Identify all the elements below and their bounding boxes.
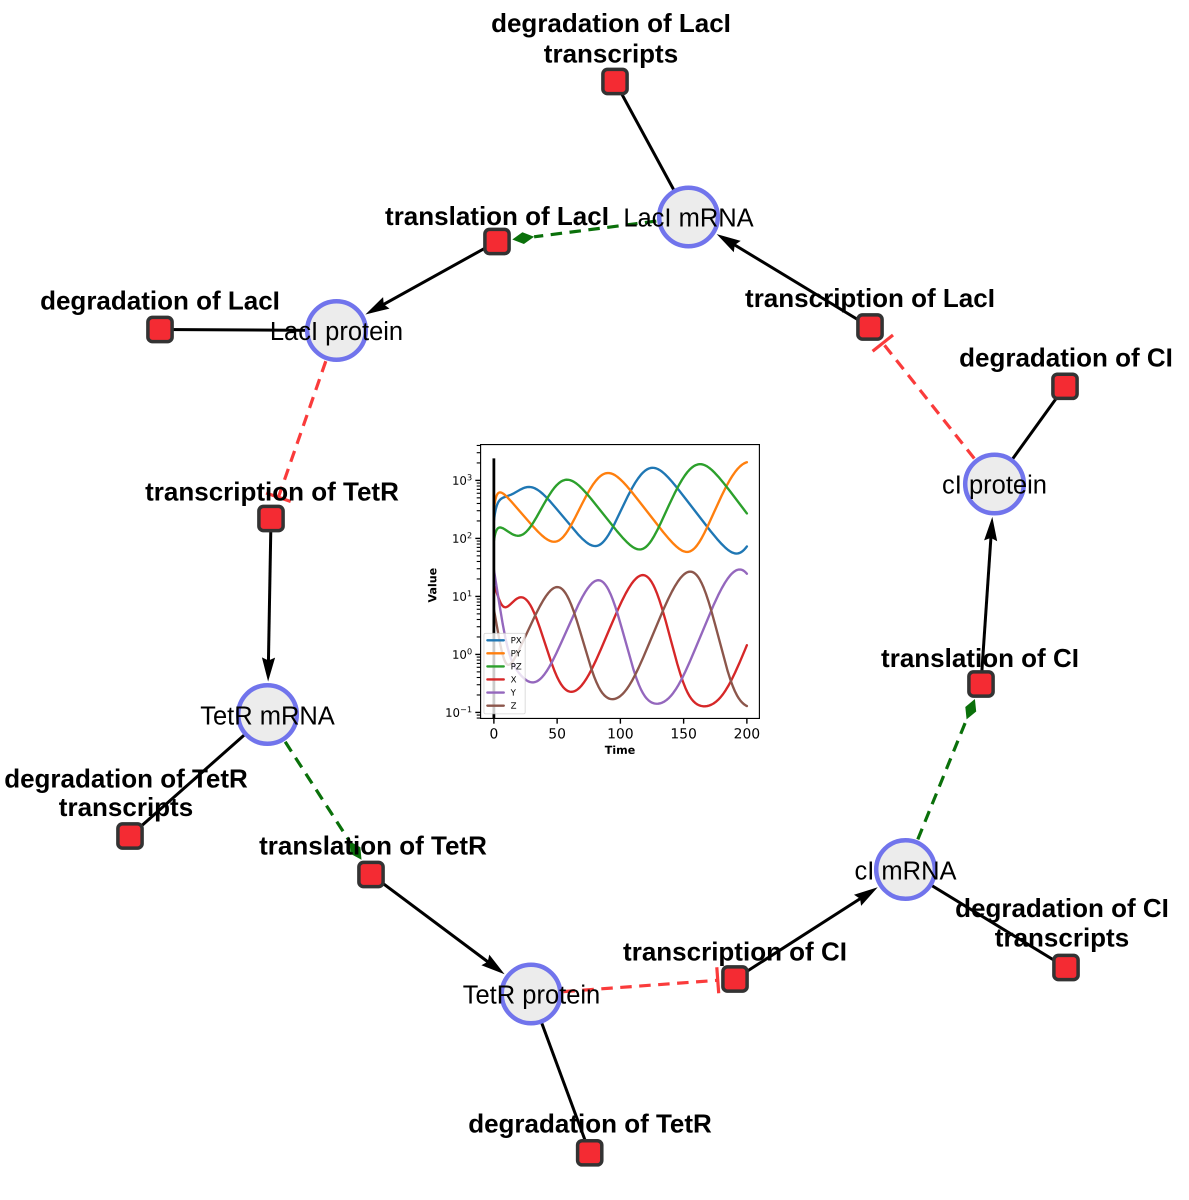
svg-text:translation of LacI: translation of LacI bbox=[385, 201, 609, 231]
svg-text:transcription of TetR: transcription of TetR bbox=[145, 476, 399, 506]
svg-text:transcription of LacI: transcription of LacI bbox=[745, 283, 995, 313]
svg-text:transcripts: transcripts bbox=[544, 38, 678, 68]
svg-text:degradation of TetR: degradation of TetR bbox=[4, 763, 248, 793]
svg-text:degradation of CI: degradation of CI bbox=[959, 343, 1173, 373]
svg-text:transcription of CI: transcription of CI bbox=[623, 937, 847, 967]
svg-text:LacI mRNA: LacI mRNA bbox=[623, 205, 753, 233]
svg-text:cI protein: cI protein bbox=[942, 472, 1047, 500]
svg-text:degradation of LacI: degradation of LacI bbox=[40, 286, 280, 316]
svg-text:degradation of TetR: degradation of TetR bbox=[468, 1108, 712, 1138]
svg-text:TetR protein: TetR protein bbox=[463, 982, 601, 1010]
svg-text:transcripts: transcripts bbox=[995, 923, 1129, 953]
svg-text:translation of TetR: translation of TetR bbox=[259, 831, 487, 861]
svg-text:degradation of LacI: degradation of LacI bbox=[491, 8, 731, 38]
svg-text:cI mRNA: cI mRNA bbox=[855, 858, 957, 886]
svg-text:translation of CI: translation of CI bbox=[881, 643, 1079, 673]
svg-text:TetR mRNA: TetR mRNA bbox=[200, 703, 335, 731]
svg-text:degradation of CI: degradation of CI bbox=[955, 893, 1169, 923]
svg-text:LacI protein: LacI protein bbox=[270, 318, 403, 346]
svg-text:transcripts: transcripts bbox=[59, 792, 193, 822]
